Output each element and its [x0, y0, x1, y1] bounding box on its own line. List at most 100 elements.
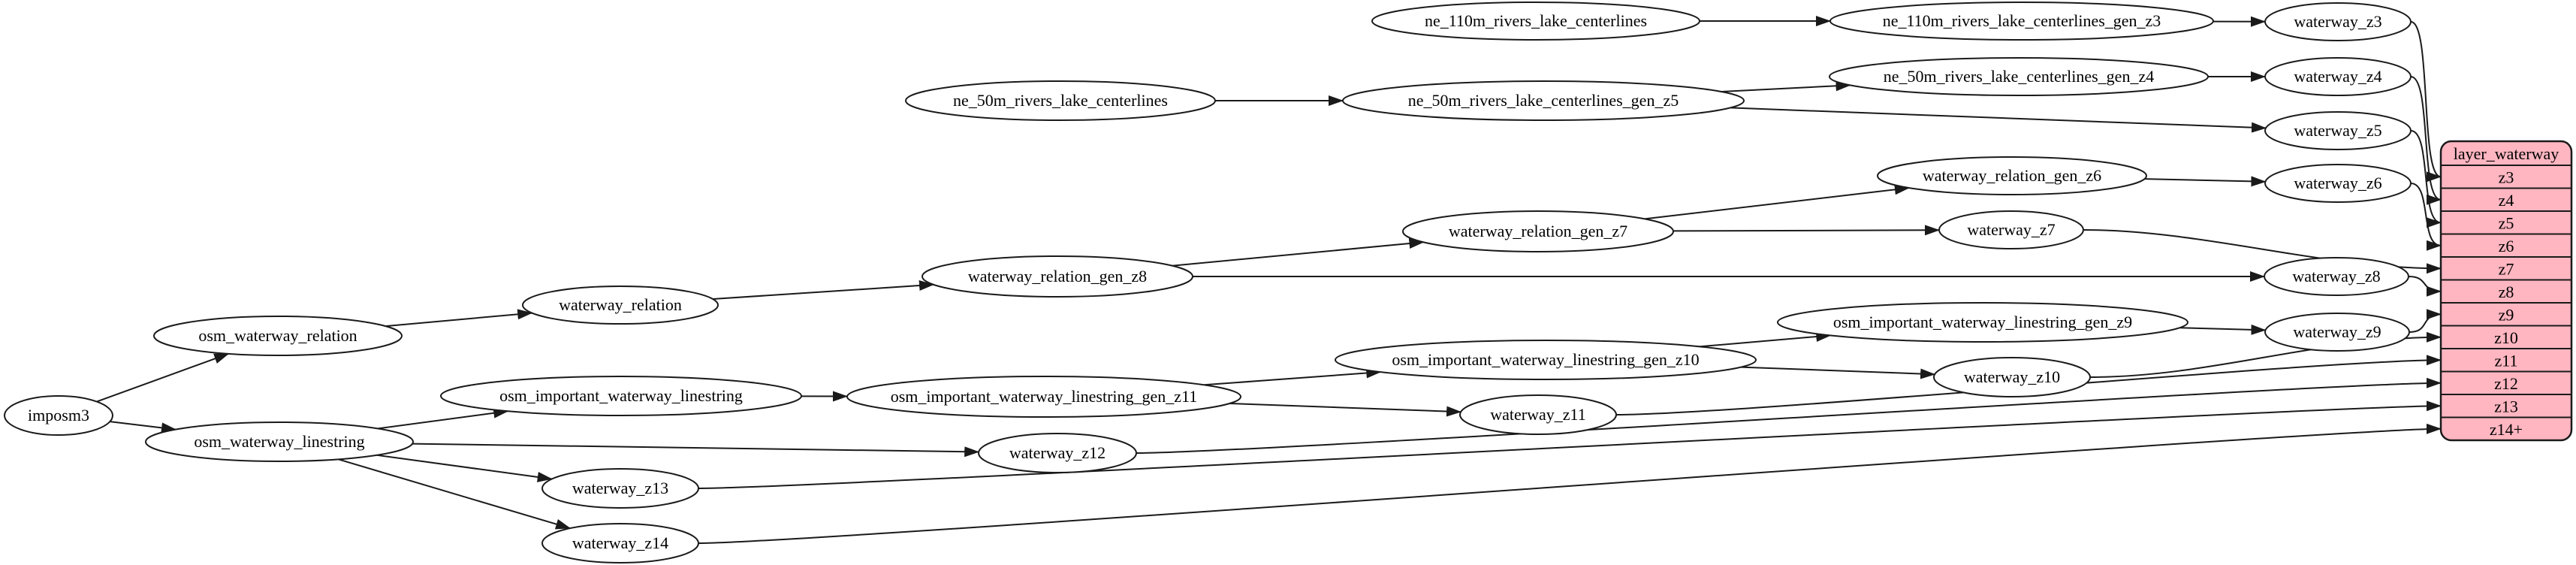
edge-osm_waterway_relation-to-waterway_relation	[385, 309, 533, 328]
node-waterway_z7-label: waterway_z7	[1967, 220, 2055, 239]
node-ne_50m_rivers_lake_centerlines_gen_z5: ne_50m_rivers_lake_centerlines_gen_z5	[1342, 80, 1745, 121]
node-waterway_z13-label: waterway_z13	[572, 479, 668, 497]
layer-table-row-z14+: z14+	[2490, 420, 2523, 439]
edge-imposm3-to-osm_waterway_relation	[96, 352, 230, 403]
node-waterway_z10-label: waterway_z10	[1964, 367, 2060, 386]
edge-waterway_z8-to-table-z8	[2408, 276, 2442, 297]
node-ne_50m_rivers_lake_centerlines_gen_z4-shape	[1829, 57, 2209, 96]
node-waterway_relation_gen_z7-shape	[1402, 210, 1674, 252]
node-waterway_z5-shape	[2264, 111, 2412, 150]
edge-waterway_z13-to-table-z13	[698, 400, 2442, 489]
node-waterway_z13-shape	[541, 468, 699, 509]
node-waterway_relation-shape	[522, 286, 719, 325]
layer-table-background	[2439, 140, 2573, 442]
node-ne_50m_rivers_lake_centerlines_gen_z5-label: ne_50m_rivers_lake_centerlines_gen_z5	[1408, 91, 1679, 110]
edge-waterway_z14-to-table-z14+	[698, 423, 2442, 544]
node-ne_110m_rivers_lake_centerlines_gen_z3-label: ne_110m_rivers_lake_centerlines_gen_z3	[1883, 11, 2161, 30]
node-osm_important_waterway_linestring-label: osm_important_waterway_linestring	[499, 386, 743, 405]
node-waterway_z12-label: waterway_z12	[1009, 443, 1106, 462]
node-ne_50m_rivers_lake_centerlines_gen_z4: ne_50m_rivers_lake_centerlines_gen_z4	[1829, 57, 2209, 96]
node-waterway_z3-shape	[2264, 2, 2412, 41]
node-osm_important_waterway_linestring_gen_z11-label: osm_important_waterway_linestring_gen_z1…	[891, 387, 1198, 406]
node-osm_waterway_linestring: osm_waterway_linestring	[145, 421, 414, 462]
node-waterway_relation: waterway_relation	[522, 286, 719, 325]
edge-osm_important_waterway_linestring_gen_z9-to-waterway_z9	[2179, 324, 2267, 335]
node-waterway_z14-shape	[541, 523, 699, 563]
node-osm_important_waterway_linestring_gen_z10-label: osm_important_waterway_linestring_gen_z1…	[1392, 350, 1699, 369]
node-imposm3-label: imposm3	[28, 406, 89, 425]
layer-table-row-z5: z5	[2499, 213, 2514, 232]
node-osm_waterway_relation: osm_waterway_relation	[153, 316, 403, 356]
layer-table-row-z4: z4	[2499, 191, 2514, 210]
node-waterway_z9-label: waterway_z9	[2293, 322, 2381, 341]
edge-waterway_relation_gen_z6-to-waterway_z6	[2144, 176, 2267, 187]
node-osm_waterway_relation-label: osm_waterway_relation	[198, 326, 357, 345]
node-ne_50m_rivers_lake_centerlines_gen_z5-shape	[1342, 80, 1745, 121]
edge-waterway_z12-to-table-z12	[1136, 377, 2442, 454]
node-waterway_z8-shape	[2264, 257, 2409, 296]
node-osm_waterway_linestring-shape	[145, 421, 414, 462]
nodes-layer: imposm3 osm_waterway_relation osm_waterway…	[4, 2, 2412, 563]
node-waterway_z10-shape	[1933, 357, 2091, 397]
node-ne_110m_rivers_lake_centerlines_gen_z3-shape	[1829, 2, 2214, 41]
edge-waterway_z3-to-table-z3	[2410, 21, 2442, 183]
node-waterway_z8: waterway_z8	[2264, 257, 2409, 296]
node-waterway_relation_gen_z7-label: waterway_relation_gen_z7	[1449, 222, 1627, 240]
node-osm_important_waterway_linestring: osm_important_waterway_linestring	[440, 376, 802, 416]
node-waterway_relation_gen_z6-shape	[1877, 156, 2147, 195]
edge-osm_important_waterway_linestring_gen_z10-to-waterway_z10	[1741, 366, 1936, 379]
node-waterway_z3-label: waterway_z3	[2294, 12, 2381, 31]
node-ne_50m_rivers_lake_centerlines: ne_50m_rivers_lake_centerlines	[905, 80, 1216, 121]
table-layer: layer_waterwayz3z4z5z6z7z8z9z10z11z12z13…	[2439, 140, 2573, 442]
layer-table-row-z13: z13	[2494, 397, 2518, 415]
layer-table-row-z7: z7	[2499, 259, 2514, 278]
node-ne_50m_rivers_lake_centerlines-label: ne_50m_rivers_lake_centerlines	[953, 91, 1168, 110]
node-waterway_relation_gen_z8-label: waterway_relation_gen_z8	[968, 267, 1147, 286]
edges-layer	[96, 16, 2442, 544]
node-waterway_z14: waterway_z14	[541, 523, 699, 563]
edge-waterway_z5-to-table-z5	[2410, 130, 2442, 228]
node-waterway_relation_gen_z6: waterway_relation_gen_z6	[1877, 156, 2147, 195]
layer-table-row-z3: z3	[2499, 168, 2514, 186]
node-osm_important_waterway_linestring_gen_z11: osm_important_waterway_linestring_gen_z1…	[846, 376, 1241, 418]
node-waterway_z4-label: waterway_z4	[2294, 67, 2381, 86]
node-ne_110m_rivers_lake_centerlines: ne_110m_rivers_lake_centerlines	[1371, 2, 1700, 41]
node-waterway_relation_gen_z7: waterway_relation_gen_z7	[1402, 210, 1674, 252]
edge-osm_waterway_linestring-to-waterway_z14	[338, 458, 572, 530]
edge-osm_important_waterway_linestring_gen_z11-to-osm_important_waterway_linestring_gen_z10	[1204, 367, 1382, 386]
node-waterway_z5: waterway_z5	[2264, 111, 2412, 150]
node-waterway_z4-shape	[2264, 57, 2412, 96]
edge-waterway_relation_gen_z7-to-waterway_relation_gen_z6	[1644, 184, 1910, 220]
node-waterway_relation_gen_z8-shape	[922, 255, 1193, 298]
node-osm_important_waterway_linestring_gen_z10-shape	[1335, 340, 1757, 380]
node-waterway_z12-shape	[978, 433, 1137, 473]
node-ne_110m_rivers_lake_centerlines-shape	[1371, 2, 1700, 41]
node-ne_110m_rivers_lake_centerlines_gen_z3: ne_110m_rivers_lake_centerlines_gen_z3	[1829, 2, 2214, 41]
node-osm_important_waterway_linestring_gen_z9-shape	[1777, 302, 2188, 343]
edge-osm_waterway_linestring-to-waterway_z13	[376, 454, 553, 482]
edge-waterway_relation-to-waterway_relation_gen_z8	[713, 280, 934, 300]
layer-table-row-z10: z10	[2494, 328, 2518, 347]
edge-waterway_z9-to-table-z9	[2409, 309, 2442, 333]
node-waterway_z11-shape	[1459, 394, 1617, 435]
layer-table-row-z11: z11	[2495, 351, 2518, 370]
node-waterway_z11-label: waterway_z11	[1490, 405, 1585, 424]
node-waterway_z11: waterway_z11	[1459, 394, 1617, 435]
node-waterway_z6: waterway_z6	[2264, 164, 2412, 203]
node-waterway_z14-label: waterway_z14	[572, 533, 668, 552]
edge-ne_50m_rivers_lake_centerlines_gen_z5-to-ne_50m_rivers_lake_centerlines_gen_z4	[1721, 80, 1851, 92]
node-waterway_z7-shape	[1938, 210, 2084, 249]
node-imposm3-shape	[4, 395, 113, 436]
node-waterway_z6-label: waterway_z6	[2294, 174, 2381, 192]
edge-imposm3-to-osm_waterway_linestring	[110, 421, 176, 434]
node-osm_waterway_linestring-label: osm_waterway_linestring	[194, 432, 364, 451]
node-osm_important_waterway_linestring_gen_z10: osm_important_waterway_linestring_gen_z1…	[1335, 340, 1757, 380]
node-waterway_z10: waterway_z10	[1933, 357, 2091, 397]
layer-table-row-z12: z12	[2494, 374, 2518, 393]
layer-table-title: layer_waterway	[2454, 144, 2559, 163]
node-waterway_z4: waterway_z4	[2264, 57, 2412, 96]
layer-table-row-z9: z9	[2499, 305, 2514, 324]
node-osm_important_waterway_linestring_gen_z11-shape	[846, 376, 1241, 418]
